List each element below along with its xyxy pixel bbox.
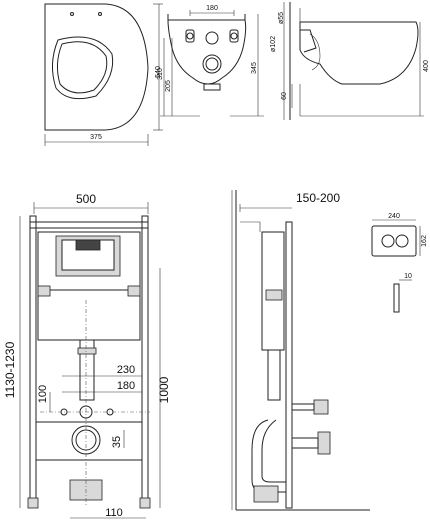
dim-60: 60 [281, 92, 288, 100]
dim-240: 240 [388, 213, 400, 220]
dim-162: 162 [421, 235, 428, 247]
installation-frame-front: 500 1130-1230 [3, 192, 171, 519]
toilet-side-view: ø55 ø102 60 400 [270, 2, 430, 120]
dim-180-top: 180 [206, 5, 218, 12]
dim-310: 310 [157, 68, 164, 80]
dim-1130-1230: 1130-1230 [3, 341, 17, 398]
dim-180: 180 [117, 380, 135, 392]
dim-400: 400 [423, 60, 430, 72]
dim-110: 110 [105, 507, 123, 519]
dim-55: ø55 [278, 12, 285, 24]
toilet-rear-view: 180 310 205 345 [157, 5, 264, 117]
dim-375: 375 [90, 134, 102, 141]
dim-102: ø102 [270, 36, 277, 52]
dim-35: 35 [111, 436, 123, 448]
dim-205: 205 [165, 80, 172, 92]
dim-230: 230 [117, 364, 135, 376]
installation-frame-side: 150-200 [231, 190, 370, 511]
dim-500: 500 [76, 192, 96, 206]
flush-button-detail: 240 162 10 [371, 213, 428, 313]
dim-1000: 1000 [157, 376, 171, 403]
dim-10: 10 [404, 273, 412, 280]
dim-540: 540 [155, 66, 162, 78]
toilet-top-view: 540 375 [44, 3, 163, 146]
dim-345: 345 [251, 62, 258, 74]
dim-150-200: 150-200 [296, 191, 340, 205]
dim-100: 100 [37, 385, 49, 403]
